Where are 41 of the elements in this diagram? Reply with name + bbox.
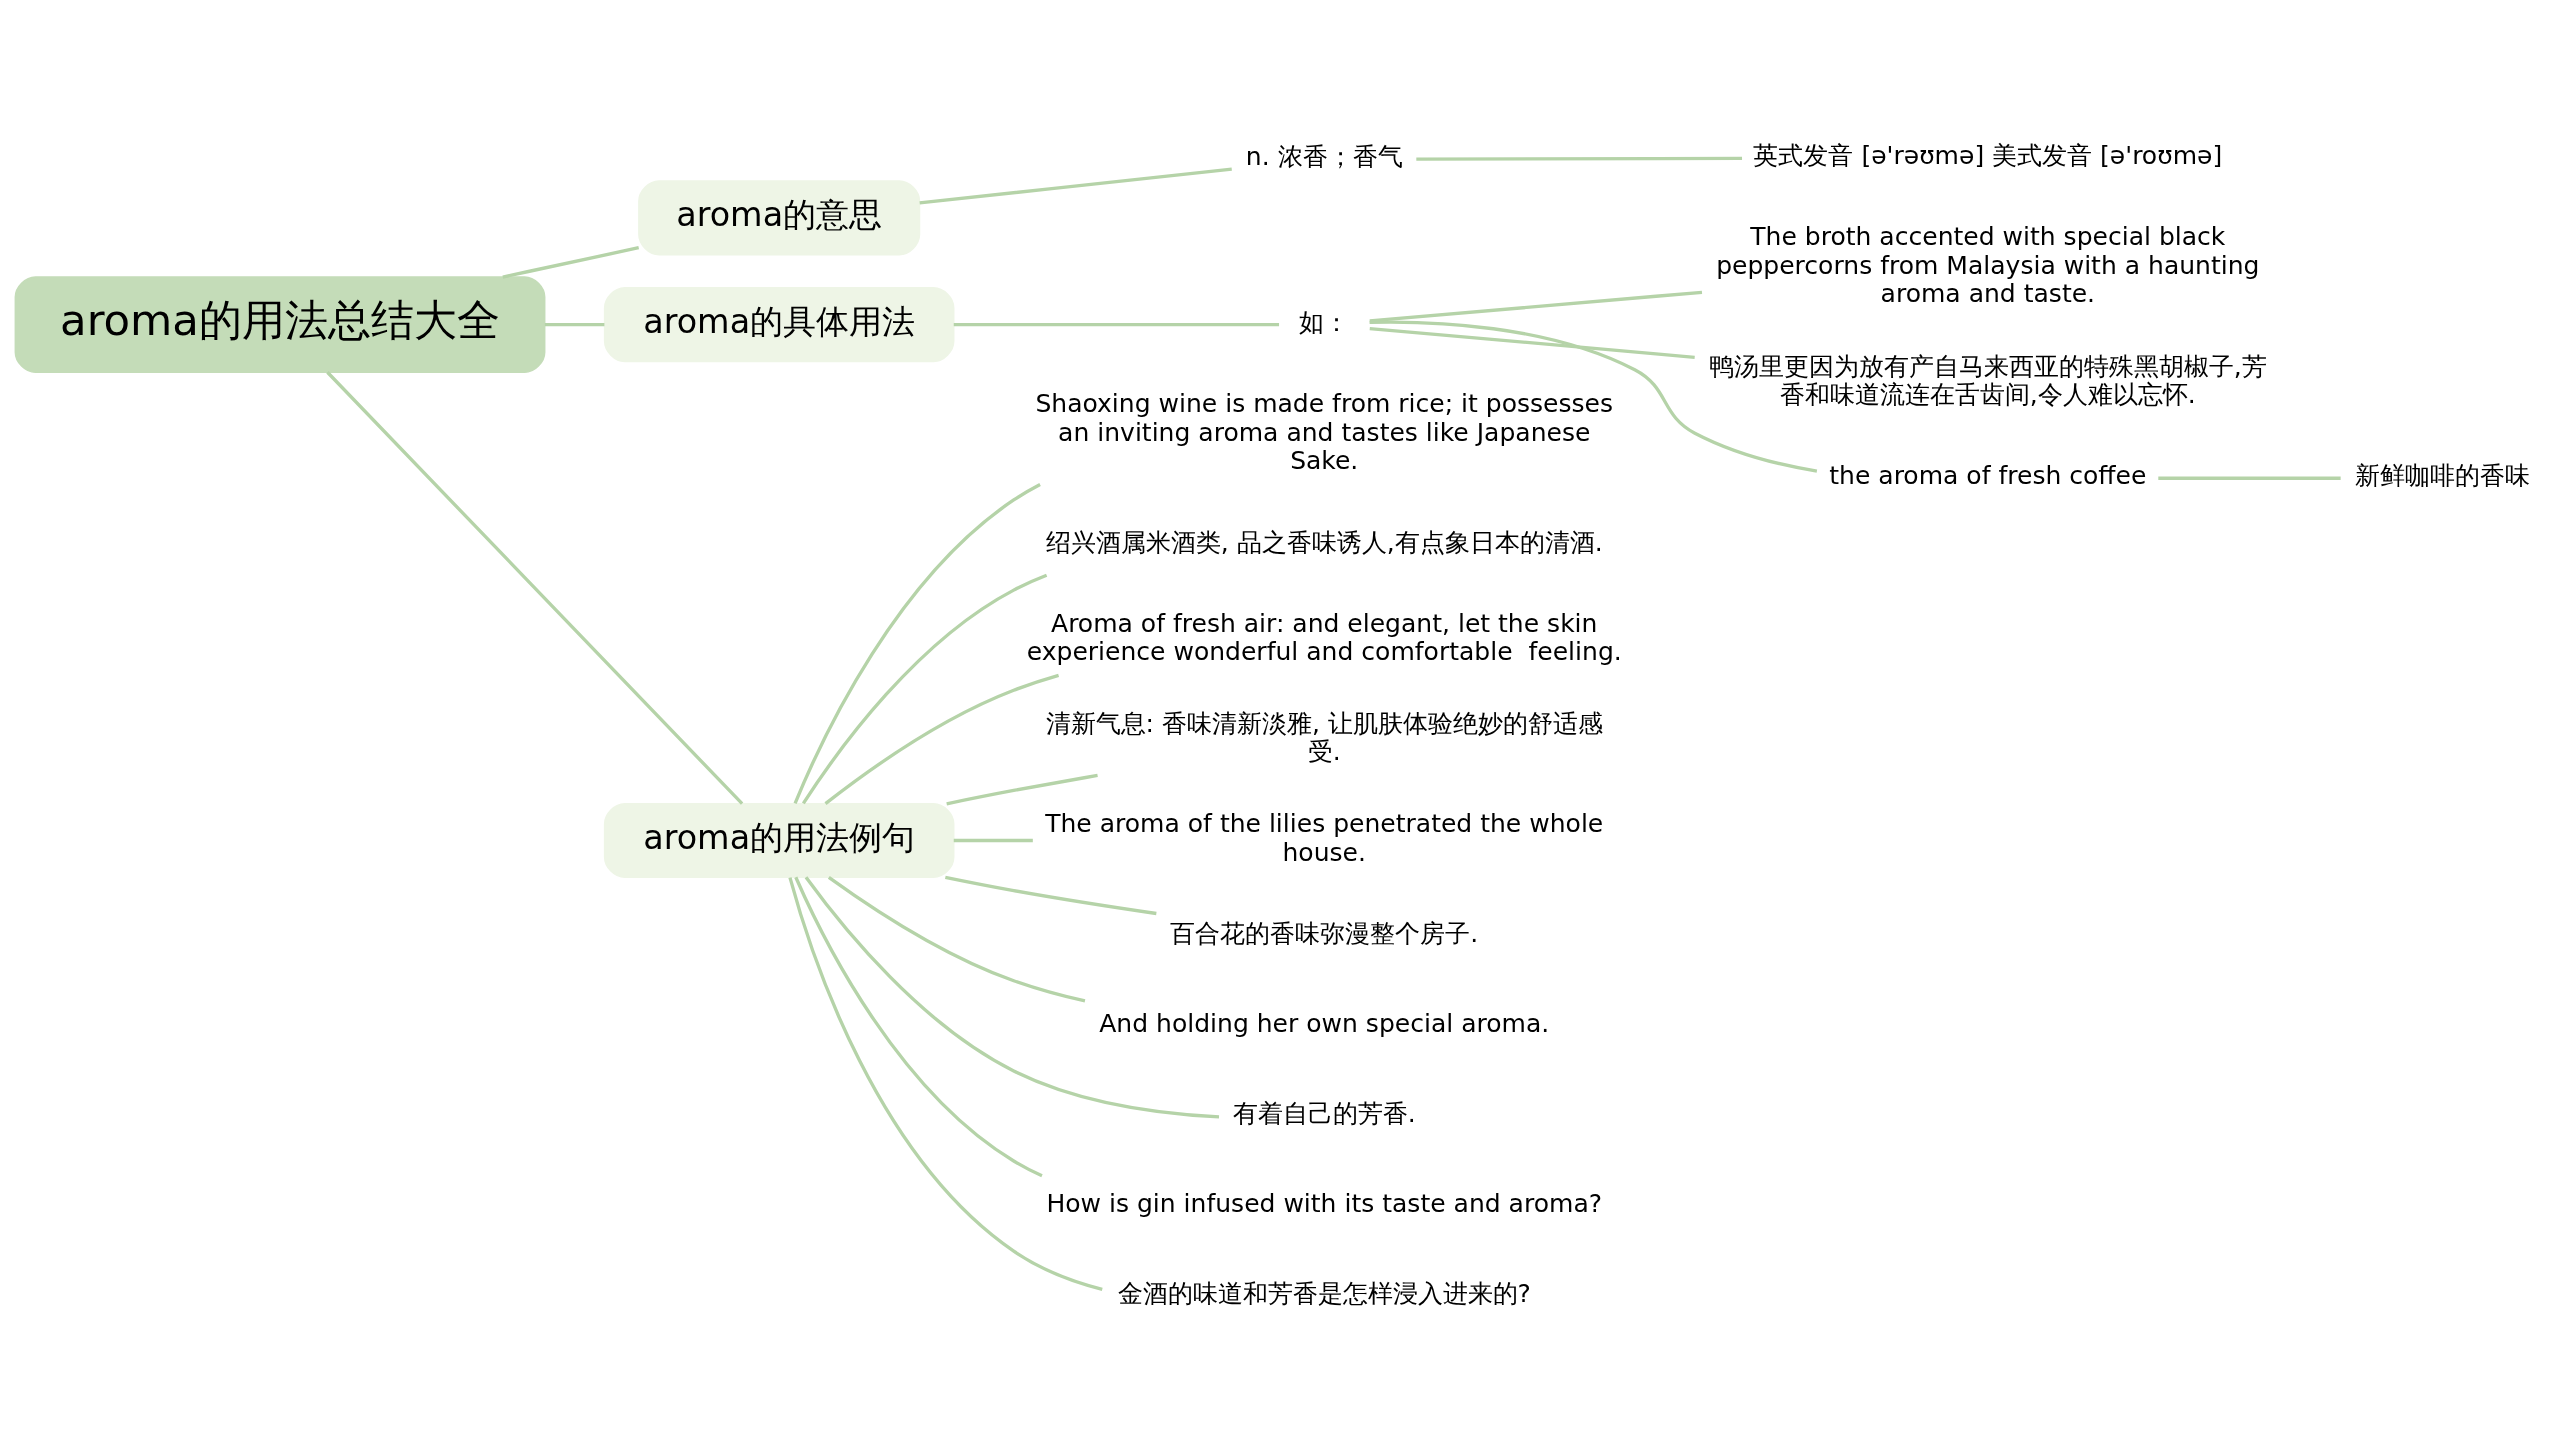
node-box: aroma的用法总结大全 xyxy=(14,275,546,373)
node-box: aroma的用法例句 xyxy=(603,802,955,878)
connector xyxy=(802,573,1048,804)
connector xyxy=(824,673,1060,805)
node-text: 百合花的香味弥漫整个房子. xyxy=(1170,918,1479,948)
node-text: 金酒的味道和芳香是怎样浸入进来的? xyxy=(1117,1278,1531,1308)
node-text: the aroma of fresh coffee xyxy=(1829,460,2147,490)
node-text: 英式发音 [ə'rəʊmə] 美式发音 [ə'roʊmə] xyxy=(1753,140,2223,170)
connector xyxy=(1369,326,1695,359)
node-text: 鸭汤里更因为放有产自马来西亚的特殊黑胡椒子,芳香和味道流连在舌齿间,令人难以忘怀. xyxy=(1708,351,2267,409)
node-text: 新鲜咖啡的香味 xyxy=(2355,460,2531,490)
node-text: Aroma of fresh air: and elegant, let the skin experience wonderful and comfortable feeling. xyxy=(1026,608,1622,666)
node-text: 有着自己的芳香. xyxy=(1232,1098,1416,1128)
connector xyxy=(2158,476,2341,480)
node-text: 绍兴酒属米酒类, 品之香味诱人,有点象日本的清酒. xyxy=(1045,527,1603,557)
node-text: How is gin infused with its taste and aroma? xyxy=(1046,1188,1603,1218)
node-text: The aroma of the lilies penetrated the whole house. xyxy=(1045,808,1604,867)
connector xyxy=(326,370,744,805)
node-box: aroma的具体用法 xyxy=(603,286,955,362)
connector xyxy=(827,875,1086,1003)
connector xyxy=(1369,319,1818,473)
connector xyxy=(946,773,1098,805)
connector xyxy=(804,875,1220,1119)
connector xyxy=(953,838,1033,842)
connector xyxy=(793,482,1041,804)
node-box: aroma的意思 xyxy=(638,179,921,255)
node-text: 清新气息: 香味清新淡雅, 让肌肤体验绝妙的舒适感受. xyxy=(1045,708,1603,766)
connector xyxy=(544,322,605,326)
connector xyxy=(502,245,640,279)
connector xyxy=(945,875,1157,915)
connector xyxy=(919,167,1232,204)
connector xyxy=(1416,156,1743,161)
node-text: 如： xyxy=(1299,307,1350,337)
connector xyxy=(788,876,1103,1291)
node-text: And holding her own special aroma. xyxy=(1099,1008,1550,1038)
node-text: The broth accented with special black peppercorns from Malaysia with a haunting aroma and taste. xyxy=(1716,221,2260,308)
node-text: Shaoxing wine is made from rice; it possesses an inviting aroma and tastes like Japanese Sake. xyxy=(1035,388,1614,475)
connector xyxy=(953,322,1280,326)
connector xyxy=(794,876,1043,1177)
node-text: n. 浓香；香气 xyxy=(1245,141,1403,171)
connector xyxy=(1369,290,1703,323)
